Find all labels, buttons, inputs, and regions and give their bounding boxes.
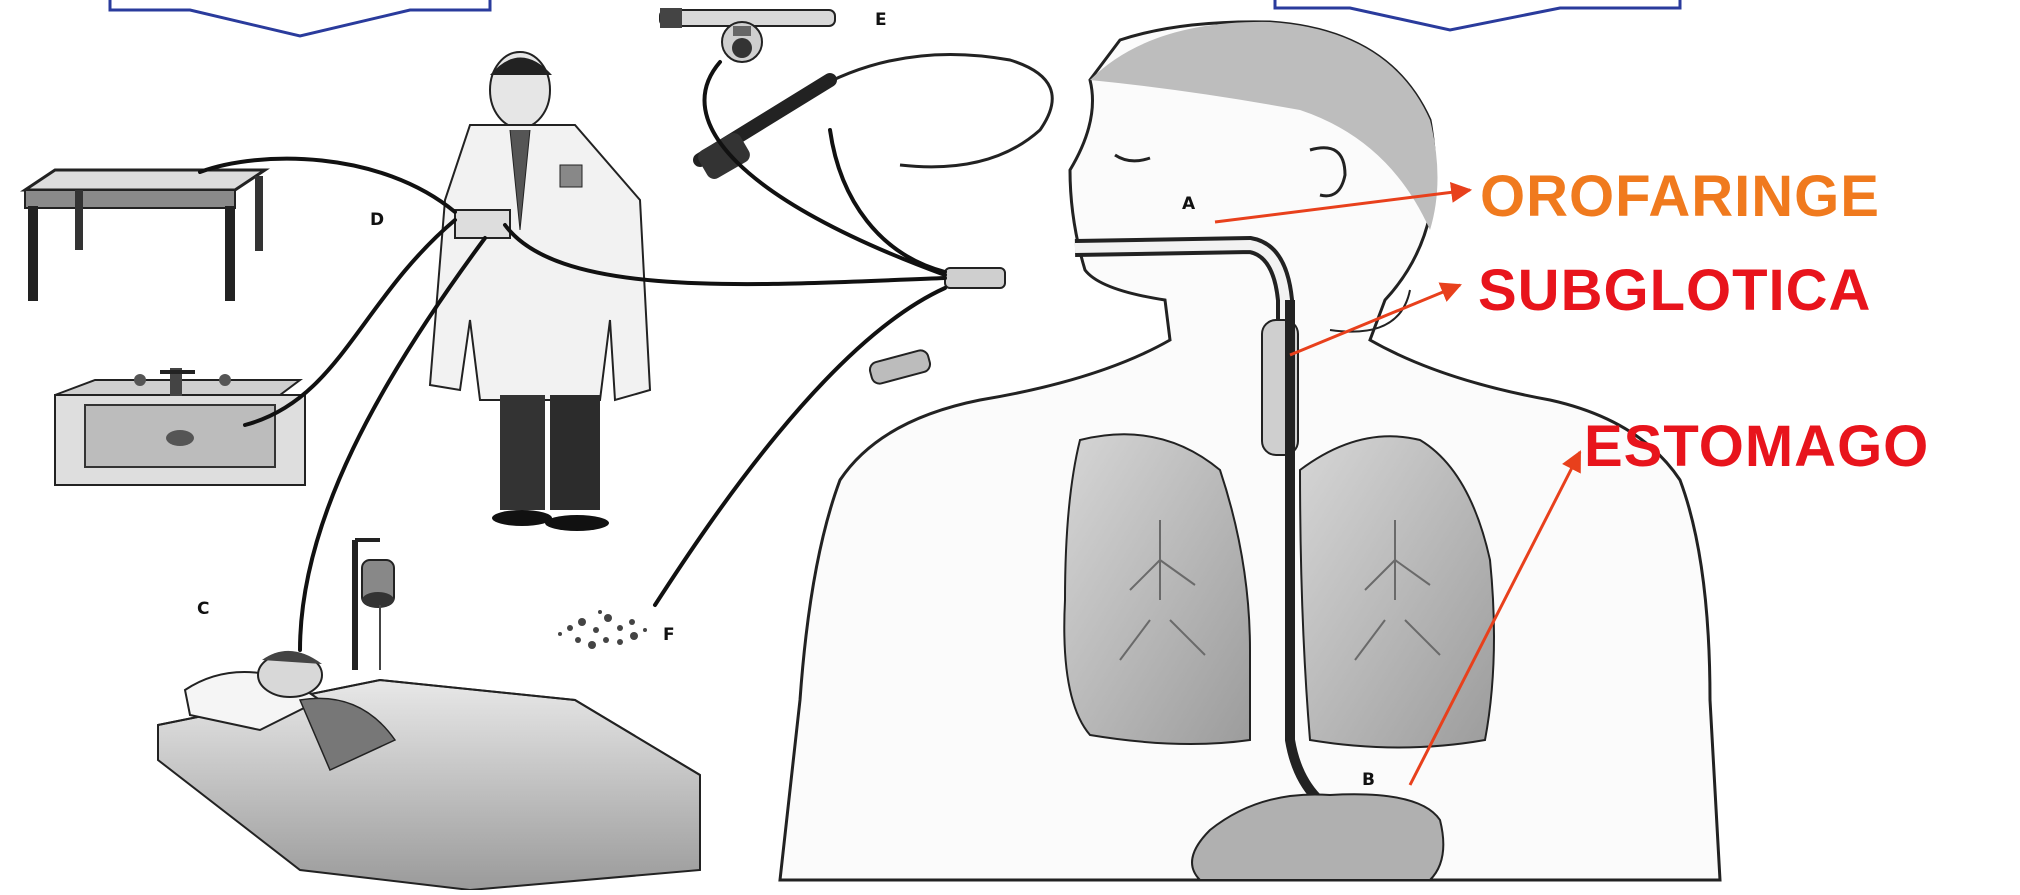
label-d: D: [370, 212, 384, 229]
patient-body-drawing: [780, 22, 1720, 880]
particles-f-drawing: [558, 610, 647, 649]
label-subglotica: SUBGLOTICA: [1478, 262, 1871, 320]
doctor-drawing: [430, 52, 650, 531]
sink-drawing: [55, 368, 305, 485]
top-arrow-right: [1275, 0, 1680, 30]
connector-drawing: [868, 268, 1005, 385]
label-e: E: [875, 12, 887, 29]
label-b: B: [1362, 772, 1375, 789]
label-estomago: ESTOMAGO: [1584, 418, 1929, 476]
patient-bed-drawing: [158, 540, 700, 890]
bronchoscope-drawing: [695, 54, 1052, 181]
label-c: C: [197, 601, 209, 618]
label-f: F: [663, 627, 675, 644]
table-drawing: [25, 170, 265, 301]
top-arrow-left: [110, 0, 490, 36]
label-orofaringe: OROFARINGE: [1480, 168, 1880, 226]
equipment-e-drawing: [660, 8, 835, 62]
label-a: A: [1182, 196, 1195, 213]
